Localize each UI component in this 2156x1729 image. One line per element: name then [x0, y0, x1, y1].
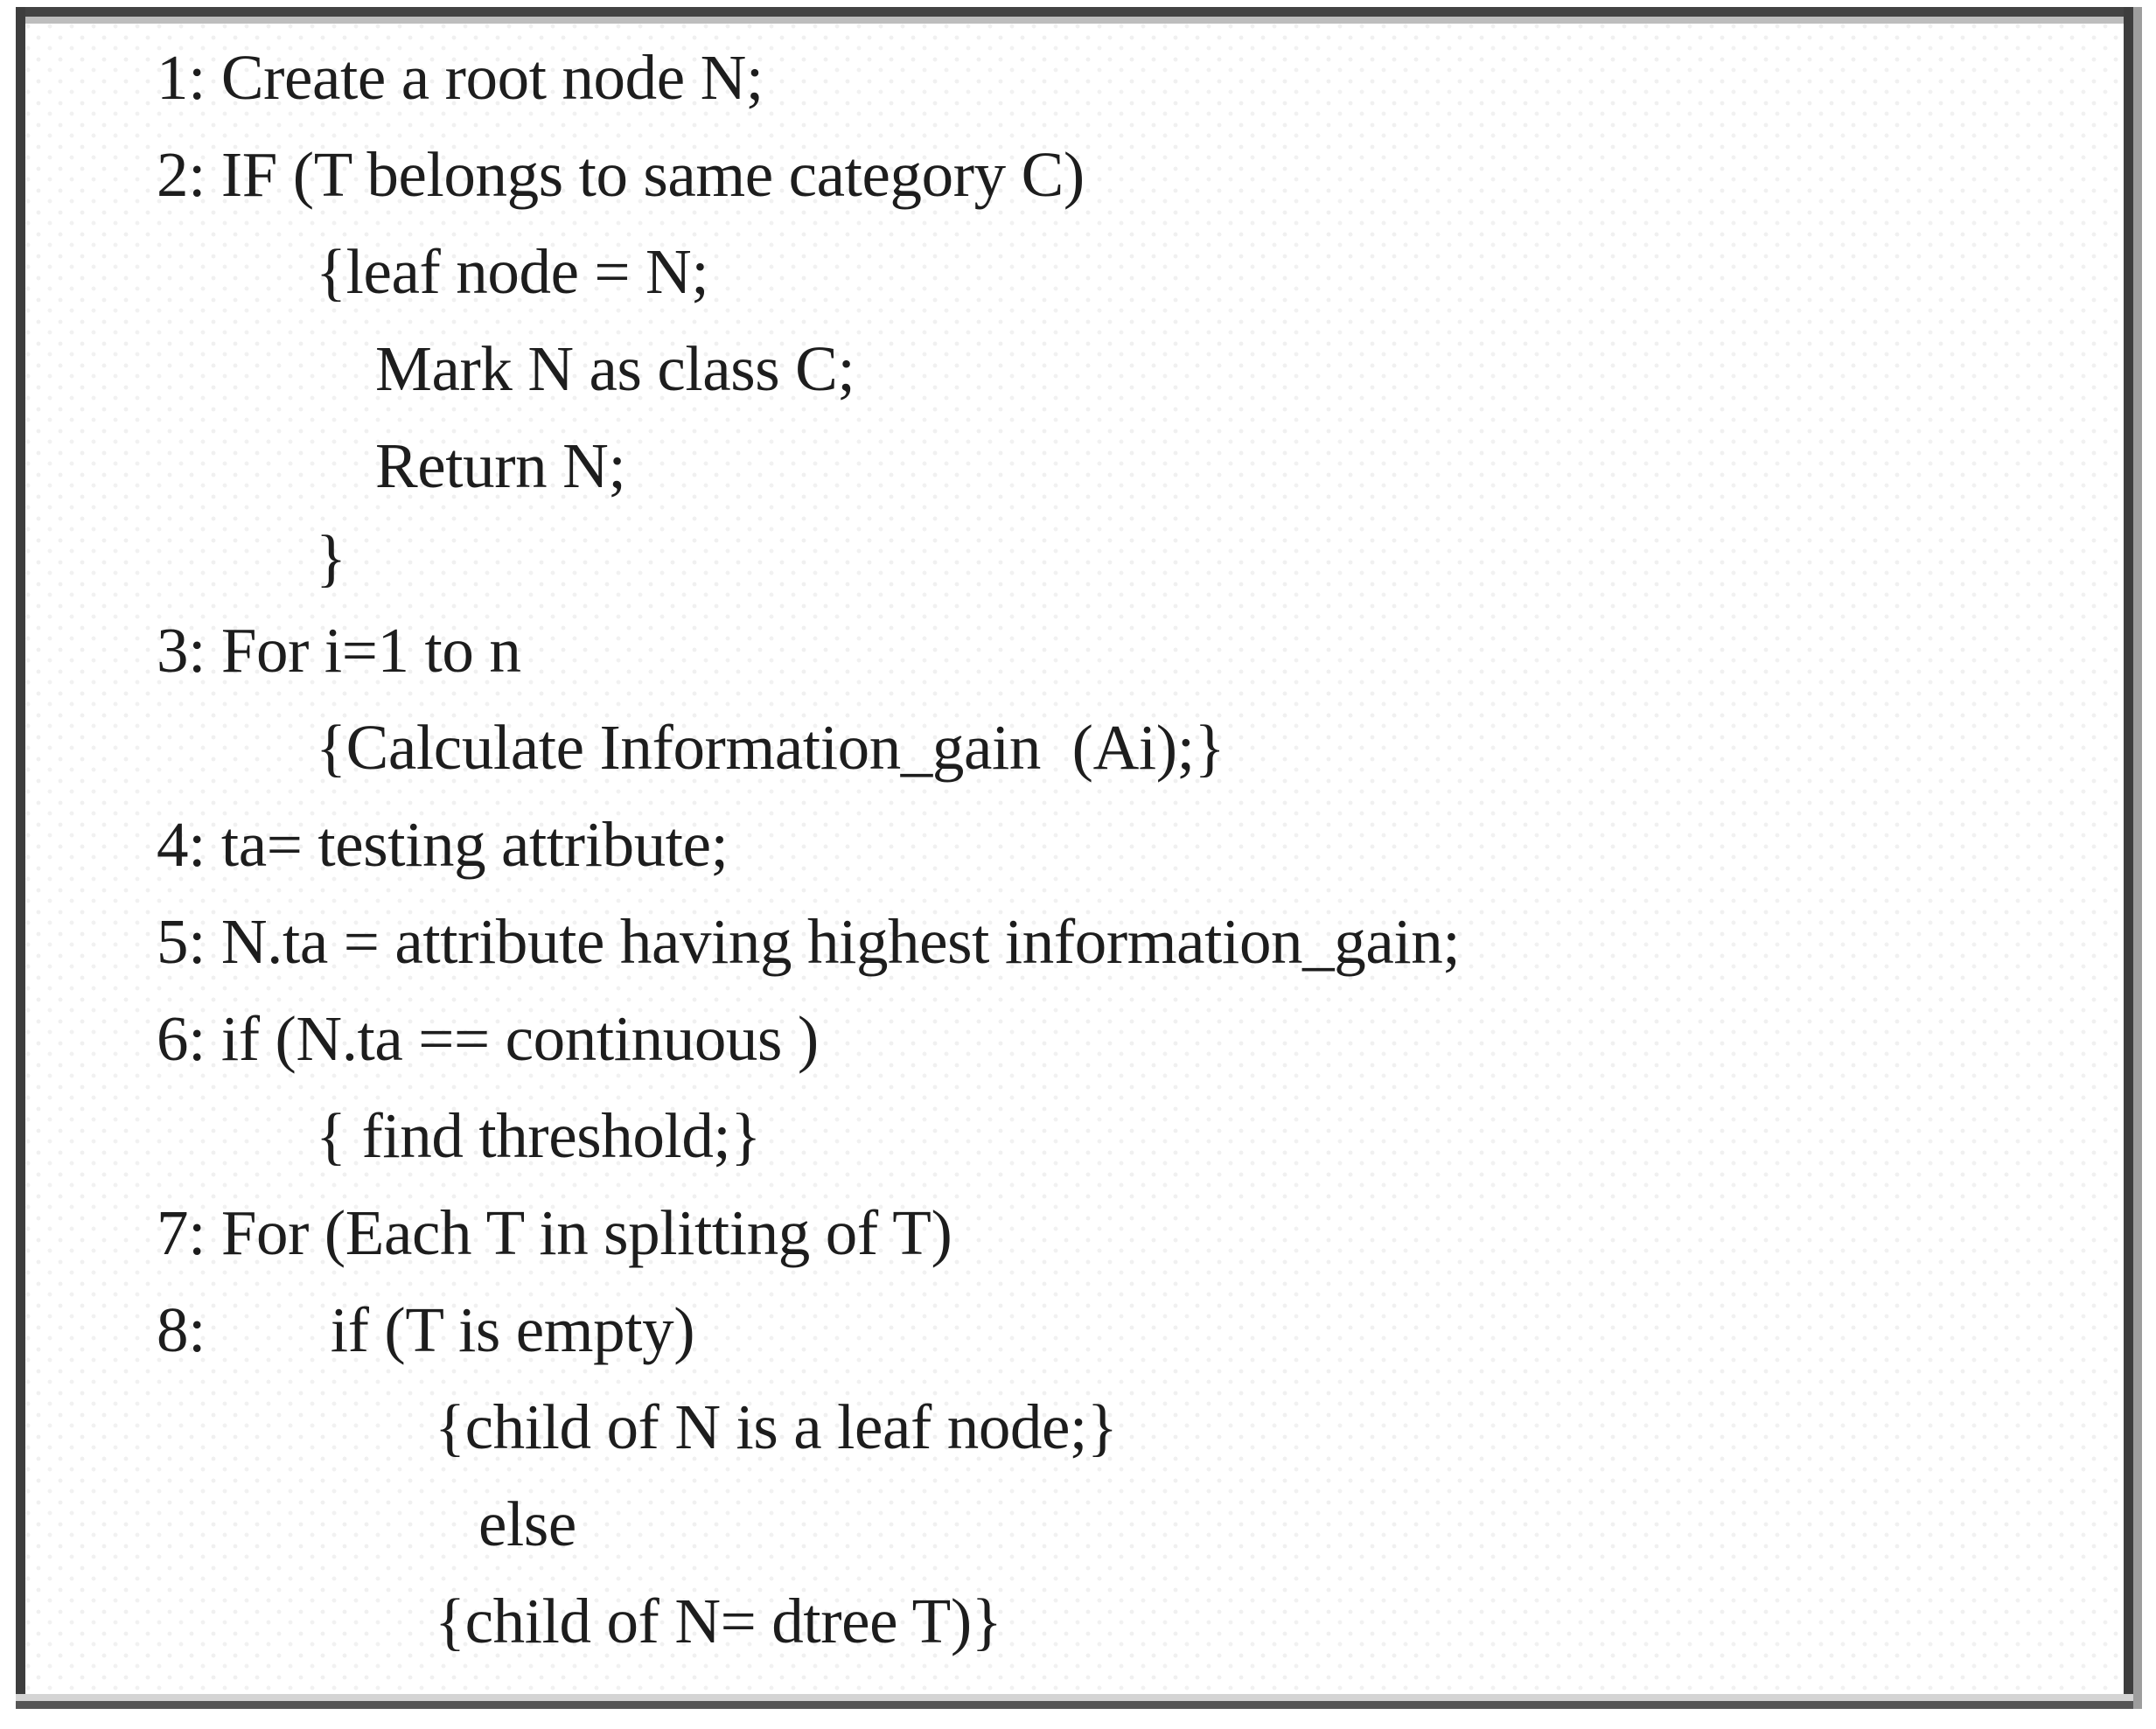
- frame-border-top: [16, 7, 2133, 17]
- pseudocode-line-5: 5: N.ta = attribute having highest infor…: [157, 906, 1461, 977]
- pseudocode-paper: 1: Create a root node N; 2: IF (T belongs…: [25, 24, 2124, 1694]
- pseudocode-line-2c: Return N;: [375, 430, 626, 501]
- pseudocode-line-8b: else: [478, 1488, 576, 1559]
- pseudocode-line-3a: {Calculate Information_gain (Ai);}: [316, 712, 1225, 783]
- pseudocode-line-2b: Mark N as class C;: [375, 333, 855, 404]
- pseudocode-line-8c: {child of N= dtree T)}: [435, 1586, 1002, 1656]
- pseudocode-line-4: 4: ta= testing attribute;: [157, 809, 729, 880]
- pseudocode-line-7: 7: For (Each T in splitting of T): [157, 1197, 952, 1268]
- frame-border-top-inner: [24, 17, 2138, 24]
- pseudocode-line-8: 8: if (T is empty): [157, 1294, 695, 1365]
- pseudocode-line-3: 3: For i=1 to n: [157, 615, 521, 686]
- frame-border-right: [2124, 7, 2133, 1709]
- pseudocode-line-2: 2: IF (T belongs to same category C): [157, 139, 1085, 210]
- pseudocode-line-6: 6: if (N.ta == continuous ): [157, 1003, 819, 1074]
- frame-border-left: [16, 7, 25, 1709]
- frame-border-bottom-inner: [16, 1694, 2133, 1701]
- pseudocode-line-8a: {child of N is a leaf node;}: [435, 1391, 1118, 1462]
- pseudocode-listing: 1: Create a root node N; 2: IF (T belongs…: [25, 24, 2124, 1694]
- pseudocode-line-6a: { find threshold;}: [316, 1100, 761, 1171]
- pseudocode-line-2a: {leaf node = N;: [316, 236, 709, 307]
- pseudocode-line-10: 10: calculate classification error rate …: [25, 1670, 2124, 1694]
- pseudocode-line-2d: }: [316, 522, 346, 593]
- pseudocode-line-1: 1: Create a root node N;: [157, 42, 764, 113]
- frame-border-bottom: [16, 1701, 2133, 1709]
- frame-border-right-outer: [2133, 7, 2142, 1709]
